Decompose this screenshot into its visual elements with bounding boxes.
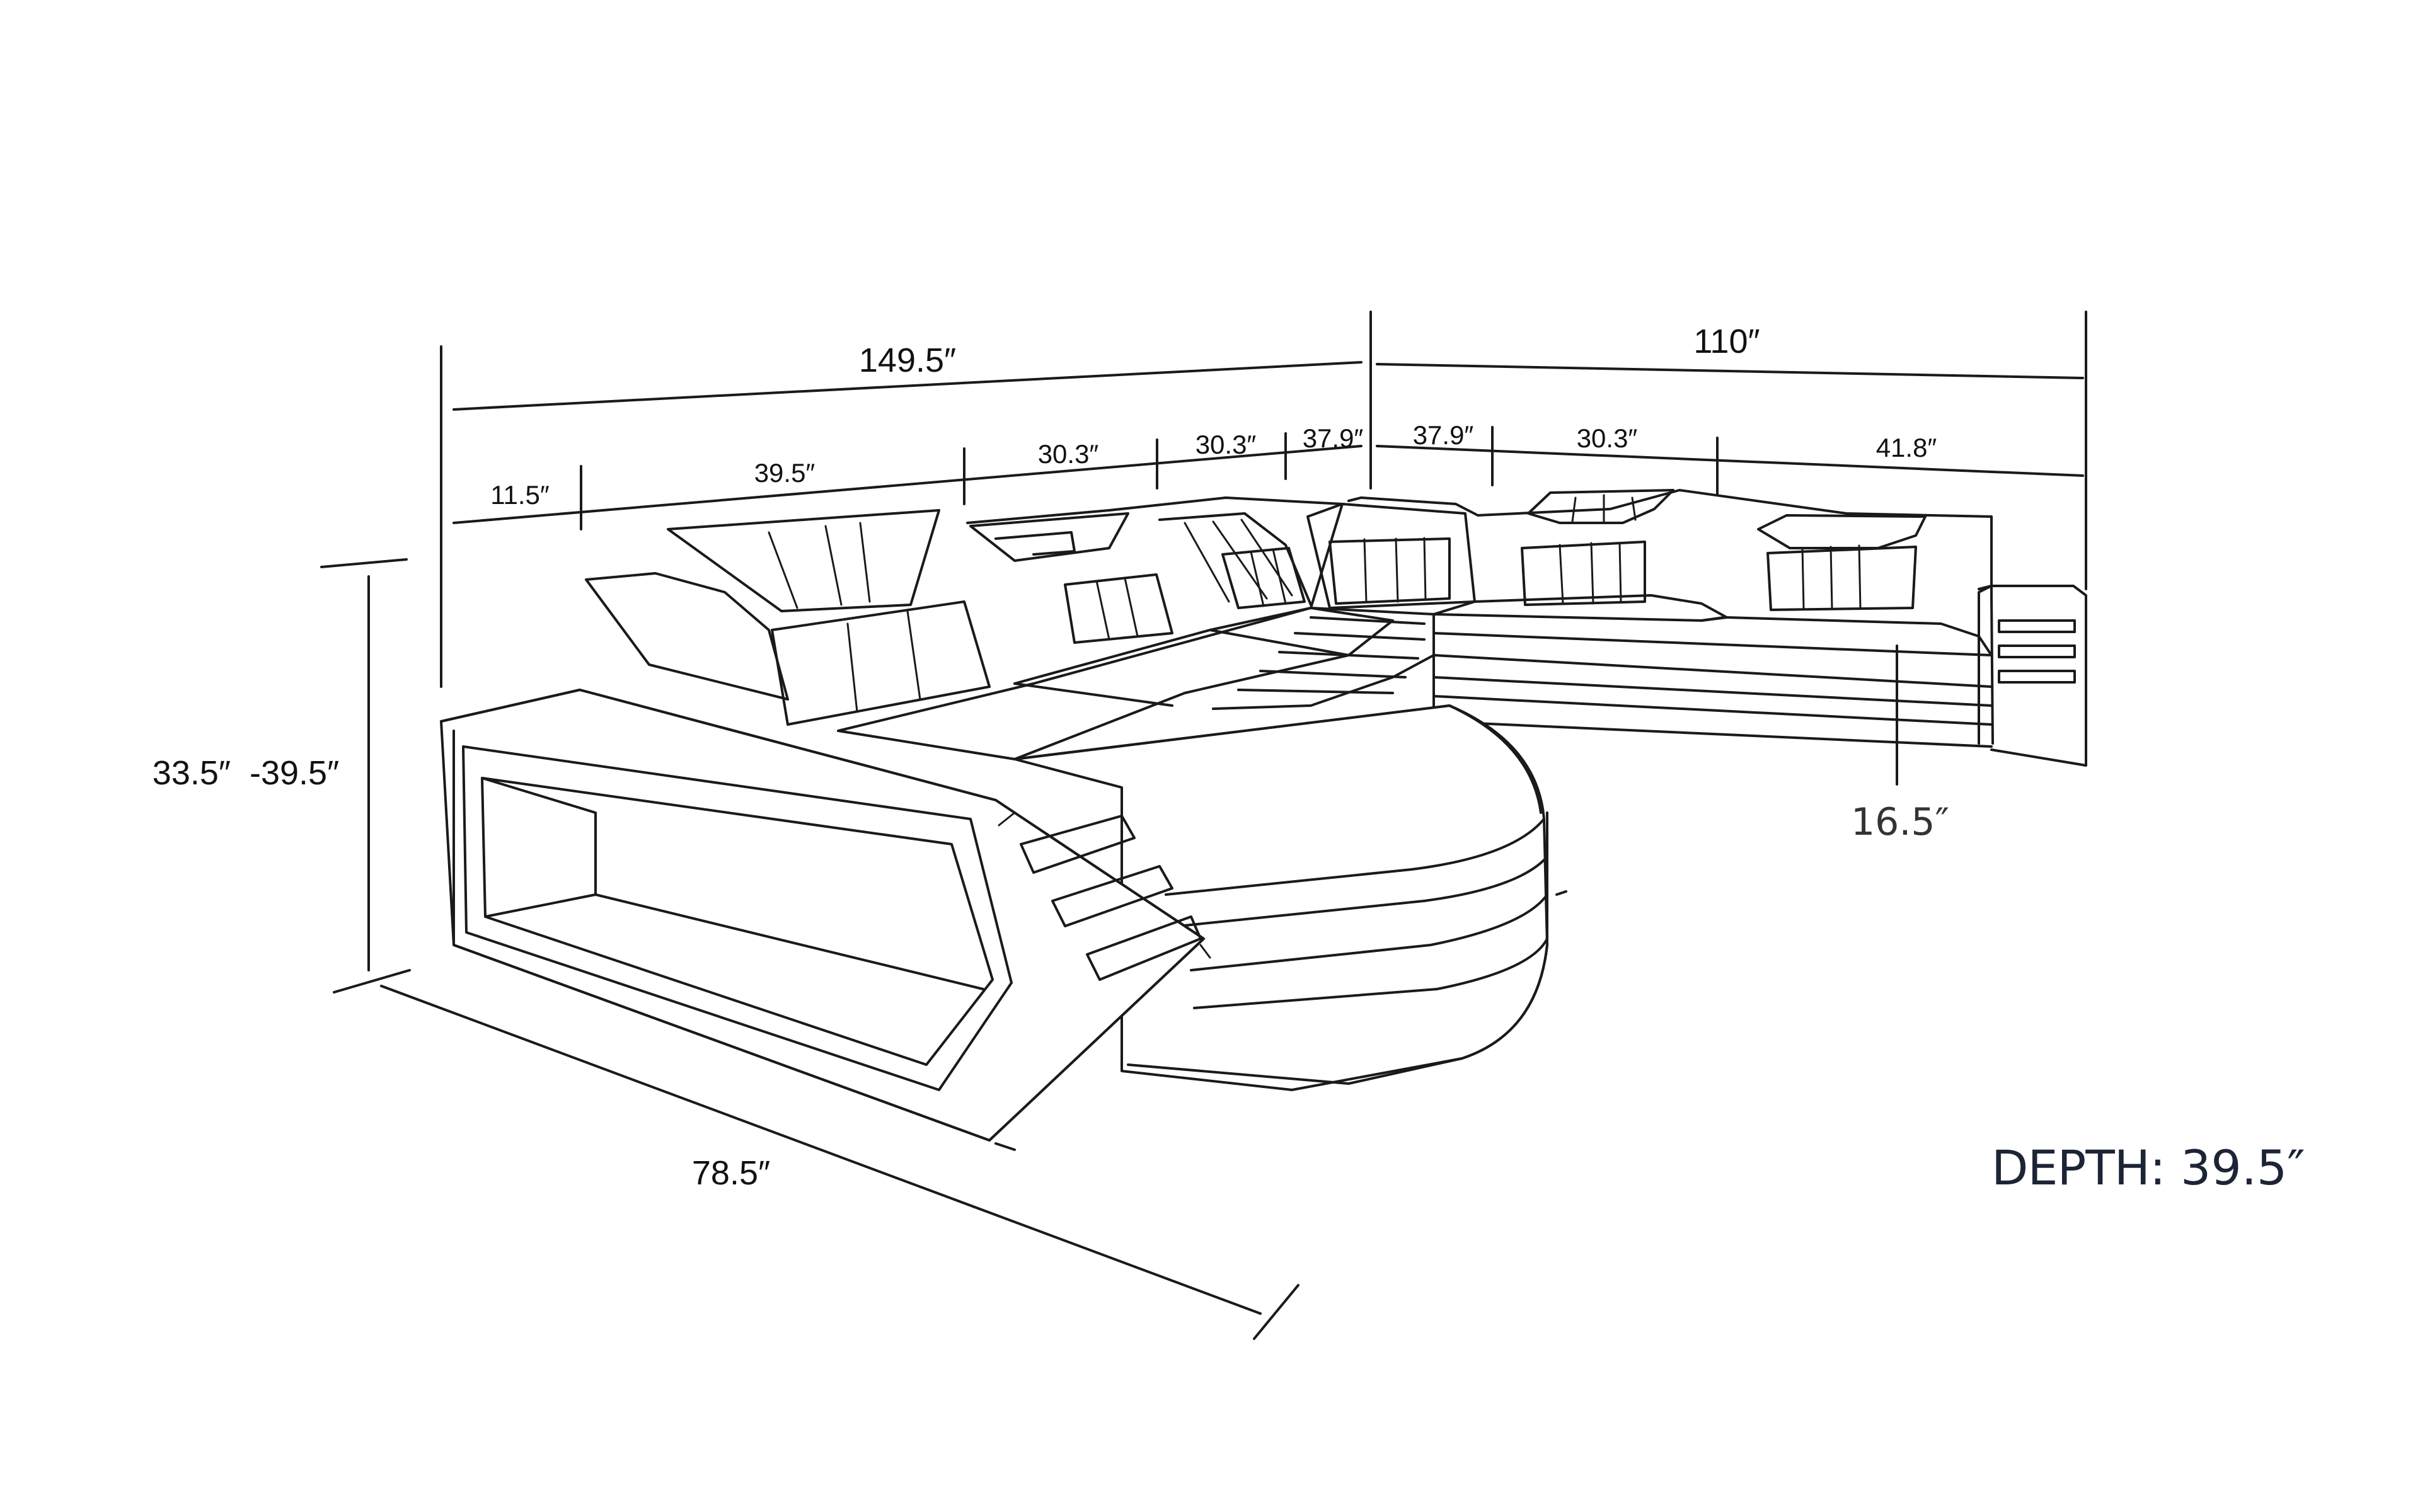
back-cushion-stitch (1095, 577, 1139, 641)
back-cushion-stitch (846, 610, 921, 713)
back-cushion (1521, 541, 1646, 606)
left-arm-angled-end (988, 799, 1205, 1142)
depth-value: 39.5″ (2181, 1140, 2305, 1196)
right-seat-top (1432, 594, 1993, 656)
chaise-length-label: 78.5″ (692, 1154, 770, 1192)
right-arm (1978, 585, 2087, 767)
center-back-stitch (1184, 518, 1293, 603)
left-arm-slot (1020, 815, 1136, 874)
segments-right-dimension-line (1376, 445, 2084, 477)
chaise-end-tick (1253, 1284, 1299, 1340)
chaise-top-edge (1013, 704, 1542, 814)
overall-left-dimension-line (452, 361, 1363, 411)
right-base-line-5 (1432, 720, 1993, 748)
seat-divisions (1013, 629, 1350, 707)
left-arm-inner-side (481, 777, 597, 918)
left-arm-opening (481, 777, 994, 1066)
right-arm-slot (1998, 644, 2076, 658)
dimension-lines (320, 311, 2087, 1340)
right-arm-slot (1998, 670, 2076, 684)
center-back-outline (966, 496, 1344, 685)
right-base-line-2 (1432, 654, 1993, 688)
segment-left-label-1: 11.5″ (490, 480, 550, 510)
left-arm-edge-marks (998, 811, 1211, 959)
segments-left-dimension-line (452, 445, 1363, 524)
segment-left-label-4: 30.3″ (1196, 430, 1257, 459)
segment-right-label-2: 30.3″ (1577, 423, 1638, 453)
headrest-inner (994, 531, 1076, 556)
height-bottom-tick (333, 969, 411, 994)
dimension-labels: 149.5″ 110″ 11.5″ 39.5″ 30.3″ 30.3″ 37.9… (153, 323, 1949, 1192)
back-cushion-stitch (1559, 542, 1622, 605)
back-cushion (1221, 547, 1306, 609)
right-seat-join (1700, 616, 1725, 622)
chaise-layer-2 (1177, 856, 1548, 927)
right-back-outline (1360, 489, 1994, 745)
overall-right-label: 110″ (1693, 323, 1760, 360)
left-arm-top (440, 689, 997, 801)
overall-left-label: 149.5″ (859, 341, 956, 379)
headrest-stitch (1571, 494, 1637, 524)
left-arm-front (452, 730, 991, 1142)
right-seat-front-edge (1432, 613, 1728, 622)
corner-steps (1212, 607, 1435, 710)
chaise-layer-1 (1165, 818, 1545, 896)
sofa-drawing (440, 489, 2087, 1151)
back-cushion-stitch (1250, 548, 1287, 607)
back-cushion (1766, 546, 1917, 611)
back-cushion (1064, 573, 1173, 644)
headrest (667, 509, 940, 612)
depth-label: DEPTH: (1991, 1140, 2165, 1196)
corner-back-top (1347, 496, 1363, 502)
right-arm-face (1978, 585, 1993, 745)
chaise-layer-3 (1190, 893, 1548, 971)
left-back-side (585, 572, 789, 701)
headrest (1757, 514, 1927, 549)
segment-left-label-3: 30.3″ (1038, 439, 1099, 469)
right-base-line-1 (1432, 632, 1993, 656)
left-arm-slot (1086, 915, 1202, 981)
center-back-panel (1158, 512, 1312, 606)
left-arm-inner-bottom (594, 893, 984, 990)
chaise-layer-4 (1193, 937, 1548, 1009)
segment-left-label-2: 39.5″ (754, 458, 815, 488)
corner-cushion-stitch (1363, 537, 1427, 603)
right-base-line-3 (1432, 676, 1993, 707)
segment-left-label-5: 37.9″ (1303, 423, 1364, 453)
height-top-tick (320, 558, 408, 568)
seat-cushions (837, 607, 1394, 760)
height-range-label: 33.5″ -39.5″ (153, 754, 339, 792)
right-arm-slot (1998, 619, 2076, 633)
corner-cushion (1328, 537, 1451, 605)
chaise-mark (1555, 890, 1567, 896)
back-cushion-stitch (1801, 544, 1862, 610)
chaise-dimension-line (380, 985, 1262, 1315)
chaise-layer-5 (1127, 944, 1548, 1085)
segment-right-label-3: 41.8″ (1876, 433, 1937, 462)
headrest-stitch (768, 522, 871, 609)
left-arm-slot (1051, 865, 1173, 927)
seat-height-label: 16.5″ (1851, 800, 1949, 844)
corner-step-lines (1237, 616, 1426, 694)
right-base-line-4 (1432, 695, 1993, 726)
corner-back (1306, 503, 1476, 609)
headrest (969, 512, 1129, 562)
depth-annotation: DEPTH: 39.5″ (1991, 1140, 2305, 1196)
left-arm-frame (462, 745, 1013, 1091)
left-arm-foot (994, 1142, 1016, 1151)
headrest (1527, 489, 1674, 524)
back-cushion (771, 600, 991, 726)
overall-right-dimension-line (1376, 363, 2084, 379)
segment-right-label-1: 37.9″ (1413, 420, 1474, 450)
